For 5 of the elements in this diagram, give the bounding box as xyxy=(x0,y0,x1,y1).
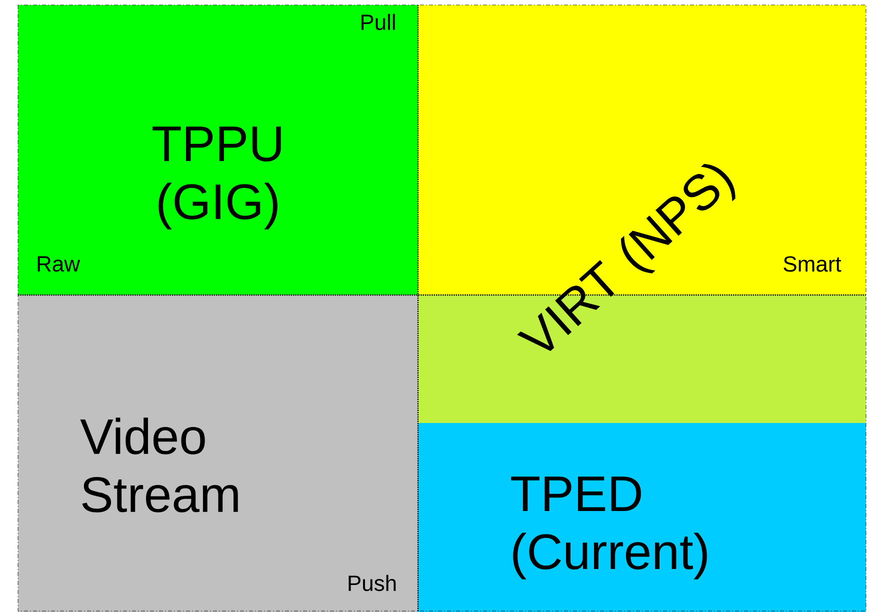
axis-label: Raw xyxy=(38,256,80,272)
axis-label: Smart xyxy=(784,256,842,272)
axis-label: Pull xyxy=(361,14,395,30)
axis-label: Push xyxy=(348,574,396,592)
quadrant-box: TPED (Current) xyxy=(418,422,866,612)
